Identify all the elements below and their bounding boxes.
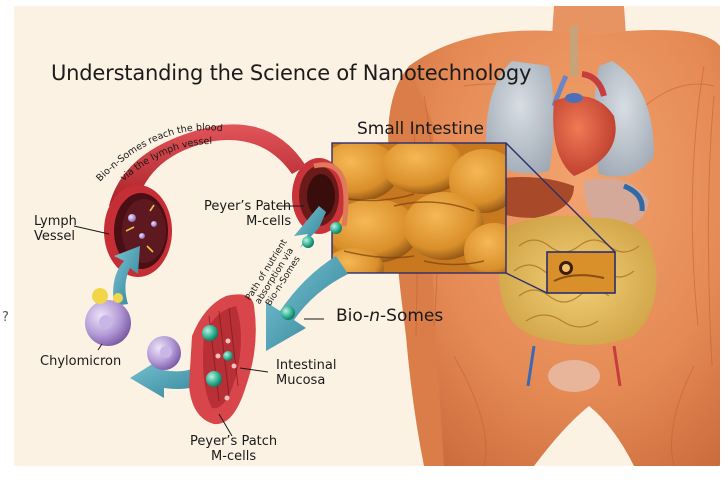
bio-n-somes-label: Bio-n-Somes [336,306,443,326]
poster: Bio-n-Somes reach the blood via the lymp… [14,6,720,466]
peyers-patch-top-line2: M-cells [204,214,291,229]
lymph-vessel-line2: Vessel [34,229,77,244]
margin-mark: ? [2,310,9,325]
lymph-vessel-line1: Lymph [34,214,77,229]
intestinal-mucosa [189,294,256,424]
bio-n-somes-italic: n [369,306,380,326]
peyers-patch-label-bottom: Peyer’s Patch M-cells [190,434,277,464]
lymph-vessel-label: Lymph Vessel [34,214,77,244]
intestinal-mucosa-line2: Mucosa [276,373,336,388]
peyers-patch-top-line1: Peyer’s Patch [204,199,291,214]
intestinal-mucosa-label: Intestinal Mucosa [276,358,336,388]
peyers-patch-bottom-line1: Peyer’s Patch [190,434,277,449]
bio-n-somes-prefix: Bio- [336,306,369,326]
small-intestine-panel [319,138,524,288]
chylomicron-label: Chylomicron [40,354,121,369]
small-intestine-label: Small Intestine [357,119,484,139]
bio-n-somes-suffix: -Somes [380,306,443,326]
peyers-patch-label-top: Peyer’s Patch M-cells [204,199,291,229]
page-title: Understanding the Science of Nanotechnol… [51,61,531,85]
peyers-patch-bottom-line2: M-cells [190,449,277,464]
intestinal-mucosa-line1: Intestinal [276,358,336,373]
intestine-callout-box [547,252,615,293]
